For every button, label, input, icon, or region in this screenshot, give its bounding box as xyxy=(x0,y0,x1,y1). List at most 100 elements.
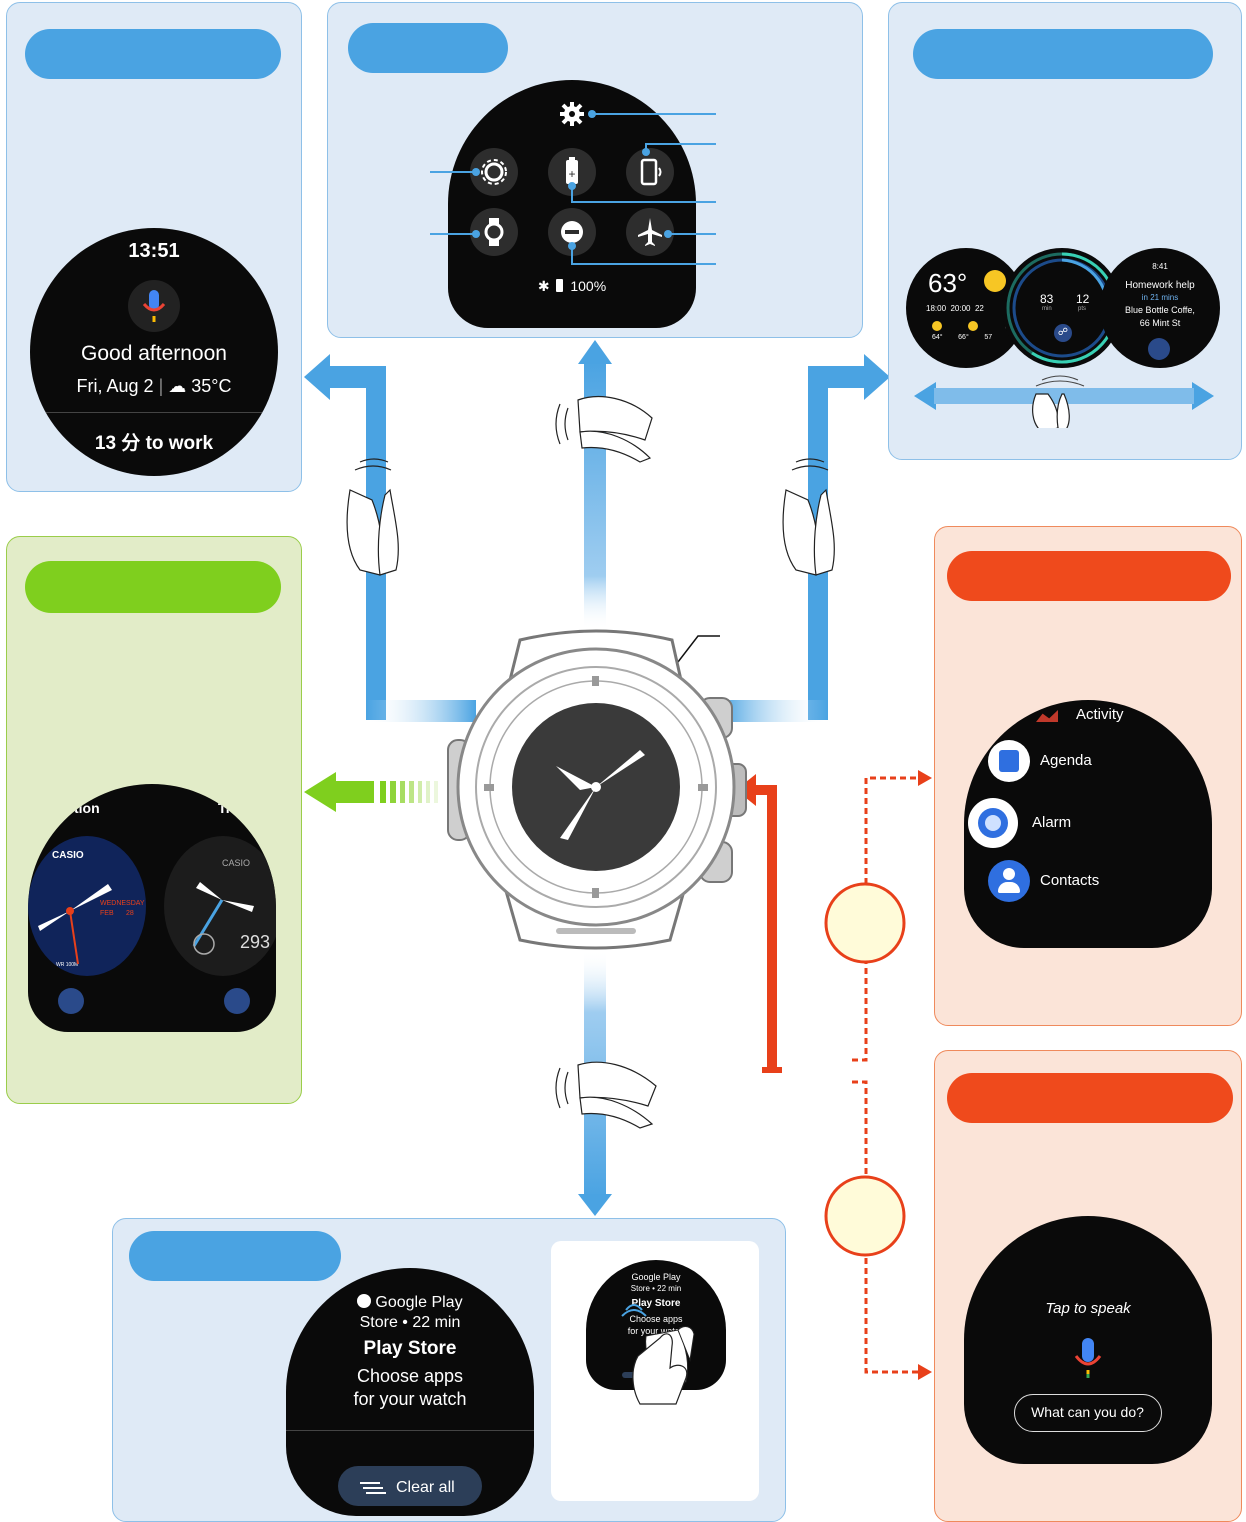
notification-meta: Store • 22 min xyxy=(359,1314,461,1331)
temps-row: 64° 66° 57 xyxy=(932,334,992,341)
watch-icon xyxy=(484,218,504,246)
airplane-icon xyxy=(638,218,662,246)
run-icon: ☍ xyxy=(1054,324,1072,342)
date-text: Fri, Aug 2 xyxy=(76,376,154,396)
event-address: 66 Mint St xyxy=(1139,318,1181,328)
assistant-screen: Tap to speak What can you do? xyxy=(964,1216,1212,1464)
info-watch-screen: 13:51 Good afternoon Fri, Aug 2 | ☁ 35°C… xyxy=(30,228,278,476)
face-date: 28 xyxy=(126,910,134,917)
notification-app-name: Google Play xyxy=(375,1294,463,1311)
app-label-contacts: Contacts xyxy=(1040,872,1100,889)
agenda-tile[interactable]: 8:41 Homework help in 21 mins Blue Bottl… xyxy=(1100,248,1220,368)
event-place: Blue Bottle Coffe, xyxy=(1125,305,1195,315)
panel-watch-faces-header xyxy=(25,561,281,613)
watch-settings-button[interactable] xyxy=(470,208,518,256)
agenda-icon xyxy=(988,740,1030,782)
face-label-right: Tr xyxy=(218,800,232,816)
app-label-activity: Activity xyxy=(1076,706,1124,723)
activity-unit-2: pts xyxy=(1078,306,1087,312)
panel-notifications-header xyxy=(129,1231,341,1281)
suggestion-chip[interactable]: What can you do? xyxy=(1014,1394,1162,1432)
battery-small-icon xyxy=(556,279,564,292)
watch-face-option-2[interactable]: CASIO 293 xyxy=(164,836,276,976)
settings-gear-icon[interactable] xyxy=(558,100,586,128)
panel-apps-header xyxy=(947,551,1231,601)
clear-all-label: Clear all xyxy=(396,1479,455,1496)
watch-time: 13:51 xyxy=(128,240,180,262)
clear-all-icon xyxy=(360,1482,380,1484)
weather-tile[interactable]: 63° 18:00 20:00 22 64° 66° 57 xyxy=(906,248,1026,368)
assistant-mic-button[interactable] xyxy=(128,280,180,332)
find-phone-button[interactable] xyxy=(626,148,674,196)
face-day: WEDNESDAY xyxy=(100,900,145,907)
app-label-alarm: Alarm xyxy=(1032,814,1072,831)
hours-row: 18:00 20:00 22 xyxy=(926,304,984,313)
clear-all-button[interactable]: Clear all xyxy=(338,1466,482,1506)
assistant-mic-icon[interactable] xyxy=(1068,1336,1108,1380)
face-settings-gear-icon-2[interactable] xyxy=(224,988,250,1014)
thumb-title: Play Store xyxy=(631,1298,681,1309)
alarm-icon xyxy=(968,798,1018,848)
hour-2: 20:00 xyxy=(950,304,971,313)
notification-body-1: Choose apps xyxy=(356,1366,464,1386)
separator-line xyxy=(40,412,268,413)
brightness-button[interactable] xyxy=(470,148,518,196)
notification-app-row: Google Play xyxy=(286,1294,534,1312)
notification-divider xyxy=(286,1430,534,1431)
panel-info-tile-header xyxy=(25,29,281,79)
notification-title: Play Store xyxy=(363,1338,457,1359)
temp-1: 64° xyxy=(932,334,943,341)
activity-icon xyxy=(1036,710,1058,722)
thumb-body-1: Choose apps xyxy=(629,1314,683,1324)
assistant-prompt: Tap to speak xyxy=(1045,1300,1131,1317)
face-tiny: WR 100M xyxy=(56,962,79,968)
activity-value-2: 12 xyxy=(1076,292,1090,306)
sun-icon xyxy=(984,270,1006,292)
airplane-mode-button[interactable] xyxy=(626,208,674,256)
battery-icon: + xyxy=(566,157,578,184)
cloud-icon: ☁ xyxy=(168,376,187,396)
notification-screen: Google Play Store • 22 min Play Store Ch… xyxy=(286,1268,534,1516)
swipe-right-arrow xyxy=(304,354,476,722)
suggestion-text: What can you do? xyxy=(1031,1404,1144,1420)
watch-face-option-1[interactable]: CASIO WEDNESDAY FEB 28 WR 100M xyxy=(28,836,146,976)
event-title: Homework help xyxy=(1125,280,1195,291)
sun-small-icon xyxy=(968,321,979,331)
callout-circle-1 xyxy=(824,882,906,964)
event-time: 8:41 xyxy=(1152,262,1168,271)
brightness-icon xyxy=(481,159,507,185)
notification-body-2: for your watch xyxy=(353,1389,467,1409)
face-label-left: tion xyxy=(74,800,100,816)
thumb-body-2: for your watch xyxy=(627,1326,685,1336)
bluetooth-icon: ✱ xyxy=(537,278,550,294)
crown-press-arrow xyxy=(736,774,782,1073)
sun-small-icon xyxy=(932,321,942,331)
battery-percent: 100% xyxy=(570,278,607,294)
status-row: ✱ 100% xyxy=(448,278,696,295)
mic-icon xyxy=(142,290,166,322)
date-weather-row: Fri, Aug 2 | ☁ 35°C xyxy=(30,376,278,397)
tile-temperature: 63° xyxy=(928,268,968,298)
hand-gesture-right-icon xyxy=(782,458,835,576)
do-not-disturb-icon xyxy=(561,221,583,243)
hour-1: 18:00 xyxy=(926,304,947,313)
svg-text:+: + xyxy=(568,167,575,181)
commute-text: 13 分 to work xyxy=(94,433,214,454)
face-settings-gear-icon[interactable] xyxy=(58,988,84,1014)
panel-quick-settings-header xyxy=(348,23,508,73)
face-hands-1 xyxy=(38,884,112,965)
activity-unit-1: min xyxy=(1042,306,1052,312)
contacts-icon xyxy=(988,860,1030,902)
face-value: 293 xyxy=(240,932,271,952)
watch-illustration xyxy=(447,629,747,950)
face-month: FEB xyxy=(100,910,114,917)
face-brand-2: CASIO xyxy=(222,858,251,868)
do-not-disturb-button[interactable] xyxy=(548,208,596,256)
watch-face-picker: tion Tr CASIO WEDNESDAY FEB 28 WR 100M C… xyxy=(28,784,276,1032)
battery-saver-button[interactable]: + xyxy=(548,148,596,196)
calendar-icon[interactable] xyxy=(1148,338,1170,360)
weather-text: 35°C xyxy=(191,376,232,396)
thumb-app-line-2: Store • 22 min xyxy=(630,1284,682,1293)
activity-value-1: 83 xyxy=(1040,292,1054,306)
